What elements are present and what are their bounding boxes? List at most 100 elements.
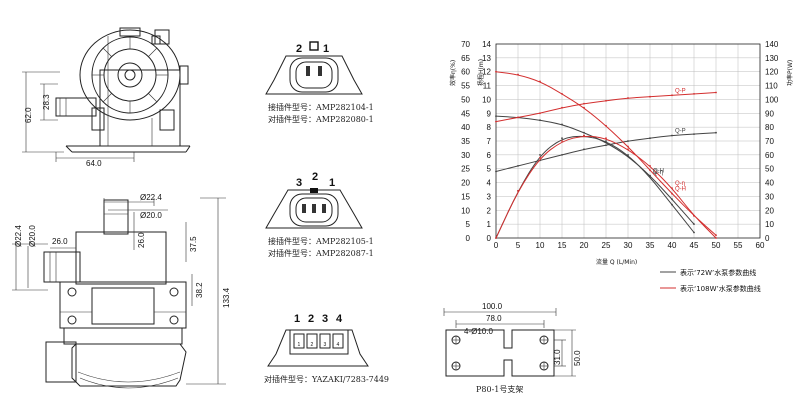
y-left-h-tick-label: 4: [487, 179, 492, 188]
connector-2pin: 2 1 接插件型号：AMP282104-1 对插件型号：AMP282080-1: [265, 41, 374, 124]
bracket-caption: P80-1号支架: [476, 384, 523, 394]
series-point-q-h: [517, 73, 519, 76]
series-point-q-h: [605, 124, 607, 127]
pin-number: 1: [294, 313, 300, 325]
curve-label-q-p: Q-P: [675, 129, 686, 135]
y-right-tick-label: 100: [765, 95, 779, 104]
series-point-q-h: [561, 123, 563, 126]
curve-label-q-eta: Q-η: [675, 181, 685, 187]
series-point-q-eta: [671, 203, 673, 206]
y-right-tick-label: 70: [765, 137, 774, 146]
series-point-q-eta: [539, 154, 541, 156]
y-left-tick-label: 65: [461, 54, 470, 63]
series-point-q-p: [649, 95, 651, 98]
y-left-h-tick-label: 13: [482, 54, 491, 63]
bracket-drawing: 100.0 78.0 4-Ø10.0 31.0 50.0 P80-1号支架: [443, 302, 582, 394]
y-left-h-tick-label: 9: [487, 109, 492, 118]
x-tick-label: 30: [624, 241, 633, 250]
series-point-q-h: [671, 192, 673, 195]
series-point-q-p: [583, 102, 585, 105]
y-left-h-tick-label: 5: [487, 165, 492, 174]
dim-holes: 4-Ø10.0: [464, 327, 493, 336]
series-point-q-eta: [693, 231, 695, 234]
x-tick-label: 20: [580, 241, 589, 250]
series-point-q-eta: [671, 187, 673, 190]
y-right-tick-label: 0: [765, 234, 770, 243]
series-point-q-p: [627, 97, 629, 99]
y-right-tick-label: 140: [765, 40, 779, 49]
series-point-q-h: [561, 93, 563, 95]
y-left-tick-label: 0: [466, 234, 471, 243]
y-left-tick-label: 55: [461, 82, 470, 91]
pump-front-view: [43, 199, 187, 389]
pin-number: 3: [296, 177, 302, 189]
y-left-tick-label: 70: [461, 40, 470, 49]
y-right-tick-label: 130: [765, 54, 779, 63]
series-point-q-h: [627, 145, 629, 148]
y-left-tick-label: 15: [461, 192, 470, 201]
x-tick-label: 0: [494, 241, 499, 250]
y-right-tick-label: 90: [765, 109, 774, 118]
y-left-tick-label: 50: [461, 95, 470, 104]
series-point-q-eta: [693, 214, 695, 217]
x-tick-label: 15: [558, 241, 567, 250]
dim-d20-top: Ø20.0: [140, 211, 162, 220]
pin-number: 3: [322, 313, 328, 325]
connector-4pin-label-1: 对插件型号：YAZAKI/7283-7449: [264, 374, 389, 384]
dim-133-4: 133.4: [222, 287, 231, 308]
pin-number: 2: [312, 171, 318, 183]
connector-2pin-label-1: 接插件型号：AMP282104-1: [268, 102, 374, 112]
curve-label-q-h: Q-H: [653, 169, 664, 175]
y-left-tick-label: 60: [461, 68, 470, 77]
curve-label-q-p: Q-P: [675, 88, 686, 94]
dim-50: 50.0: [573, 350, 582, 366]
series-point-q-eta: [649, 165, 651, 167]
y-left-label-head: 扬程H(m): [477, 59, 485, 86]
series-point-q-p: [627, 140, 629, 142]
curve-label-q-eta: Q-η: [653, 170, 663, 176]
pump-top-dimensions: 28.3 62.0 64.0: [22, 71, 135, 168]
pin-number: 2: [308, 313, 314, 325]
y-right-tick-label: 20: [765, 206, 774, 215]
series-point-q-eta: [561, 137, 563, 140]
y-right-label-power: 功率P(W): [786, 60, 794, 86]
connector-3pin-label-1: 接插件型号：AMP282105-1: [268, 236, 374, 246]
connector-3pin-label-2: 对插件型号：AMP282087-1: [268, 248, 374, 258]
series-point-q-eta: [649, 176, 651, 178]
y-right-tick-label: 80: [765, 123, 774, 132]
dim-d20-side: Ø20.0: [28, 225, 37, 247]
dim-78: 78.0: [486, 314, 502, 323]
y-left-h-tick-label: 8: [487, 123, 492, 132]
x-tick-label: 50: [712, 241, 721, 250]
y-left-h-tick-label: 2: [487, 206, 492, 215]
chart-curve-labels: Q-HQ-PQ-ηQ-HQ-PQ-η: [653, 88, 686, 192]
series-point-q-h: [649, 169, 651, 172]
x-tick-label: 45: [690, 241, 699, 250]
pin-number: 1: [329, 177, 335, 189]
plot-frame: [495, 43, 761, 239]
pin-number: 4: [336, 313, 343, 325]
series-line-q-eta: [495, 135, 695, 239]
series-point-q-eta: [627, 154, 629, 156]
dim-26-v: 26.0: [137, 232, 146, 248]
x-tick-label: 35: [646, 241, 655, 250]
series-point-q-eta: [495, 237, 497, 239]
series-point-q-p: [693, 133, 695, 136]
series-point-q-h: [583, 106, 585, 109]
rib-lines: [92, 37, 168, 113]
pin-number: 1: [323, 43, 329, 55]
series-point-q-eta: [605, 137, 607, 140]
connector-3pin: 3 2 1 接插件型号：AMP282105-1 对插件型号：AMP282087-…: [265, 171, 374, 258]
y-right-tick-label: 40: [765, 179, 774, 188]
series-point-q-p: [671, 134, 673, 137]
series-line-q-eta: [495, 135, 717, 239]
y-left-tick-label: 20: [461, 179, 470, 188]
series-point-q-p: [605, 144, 607, 147]
y-left-tick-label: 25: [461, 165, 470, 174]
y-left-tick-label: 10: [461, 206, 470, 215]
connector-4pin: 1 2 3 4 1 2 3 4 对插件型号：YAZAKI/7283-7449: [264, 313, 389, 384]
series-point-q-p: [495, 120, 497, 123]
series-point-q-p: [517, 116, 519, 119]
dim-64: 64.0: [86, 159, 102, 168]
